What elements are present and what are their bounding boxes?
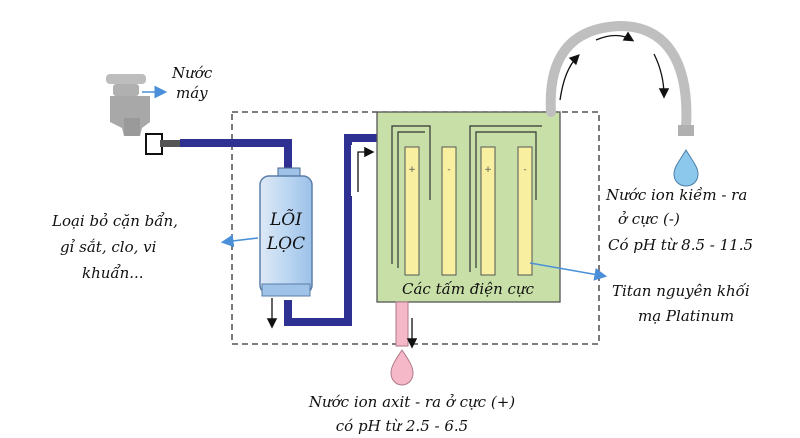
titanium-label: mạ Platinum <box>638 307 734 325</box>
water-pipes <box>180 134 378 326</box>
faucet-icon <box>106 74 180 155</box>
filter-label: LÕI <box>269 209 302 230</box>
acid-water-label: Nước ion axit - ra ở cực (+) <box>308 393 515 411</box>
spout-tip <box>678 125 694 136</box>
titanium-label: Titan nguyên khối <box>612 282 750 300</box>
plate-sign: + <box>408 165 416 175</box>
alkaline-ph-label: Có pH từ 8.5 - 11.5 <box>608 236 753 254</box>
electrode-frames <box>391 125 542 272</box>
tap-water-label: máy <box>176 84 208 102</box>
electrode-plate <box>404 146 420 276</box>
electrolysis-chamber <box>376 111 561 303</box>
plate-sign: - <box>447 165 450 175</box>
plate-sign: + <box>484 165 492 175</box>
electrodes-label: Các tấm điện cực <box>402 280 535 298</box>
pointer-arrow <box>529 262 608 281</box>
pointer-arrow <box>220 234 259 248</box>
filter-function-label: khuẩn... <box>82 264 144 282</box>
tap-water-label: Nước <box>171 64 213 82</box>
flow-arrow <box>653 53 670 99</box>
filter-label: LỌC <box>266 234 305 254</box>
flow-arrow <box>559 54 580 101</box>
alkaline-outlet-spout <box>545 20 692 133</box>
plate-signs: + - + - <box>408 165 526 175</box>
electrode-plates <box>404 146 533 276</box>
filter-function-label: Loại bỏ cặn bẩn, <box>51 212 178 230</box>
acid-outlet-pipe <box>395 301 409 347</box>
electrode-plate <box>480 146 496 276</box>
alkaline-drop-icon <box>673 149 699 187</box>
alkaline-water-label: ở cực (-) <box>618 210 680 228</box>
electrode-plate <box>517 146 533 276</box>
acid-drop-icon <box>390 349 414 386</box>
flow-arrow <box>357 146 375 192</box>
filter-function-label: gỉ sắt, clo, vi <box>60 238 157 256</box>
electrode-plate <box>441 146 457 276</box>
filter-cartridge <box>259 167 313 297</box>
acid-ph-label: có pH từ 2.5 - 6.5 <box>336 417 468 435</box>
alkaline-water-label: Nước ion kiềm - ra <box>605 186 747 204</box>
plate-sign: - <box>523 165 526 175</box>
flow-arrow <box>595 31 635 42</box>
